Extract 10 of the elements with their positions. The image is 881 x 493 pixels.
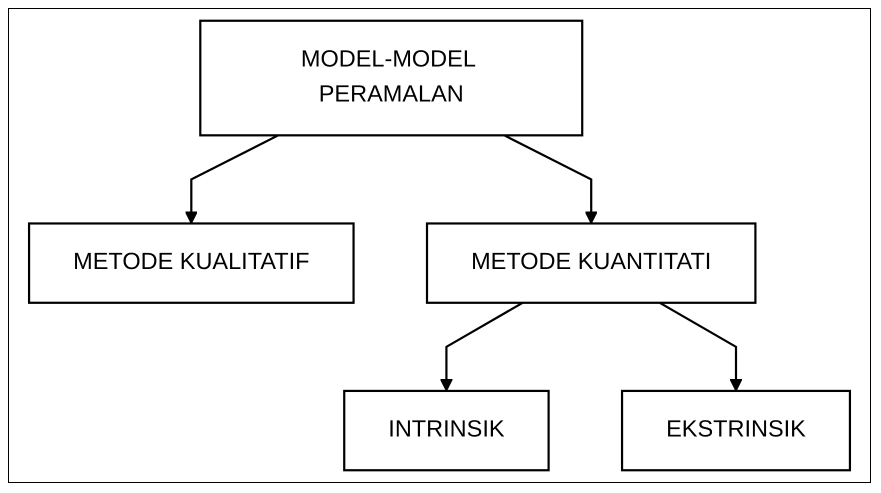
arrow: [184, 134, 279, 224]
node-box: [426, 222, 756, 304]
arrow: [504, 134, 598, 224]
arrow: [440, 302, 524, 392]
node-box: [620, 390, 852, 472]
diagram-frame: MODEL-MODEL PERAMALAN METODE KUALITATIF METODE KUANTITATI INTRINSIK EKSTRINSIK: [8, 8, 871, 483]
node-box: [199, 20, 584, 136]
node-box: [28, 222, 355, 304]
node-box: [343, 390, 550, 472]
arrow: [659, 302, 742, 392]
